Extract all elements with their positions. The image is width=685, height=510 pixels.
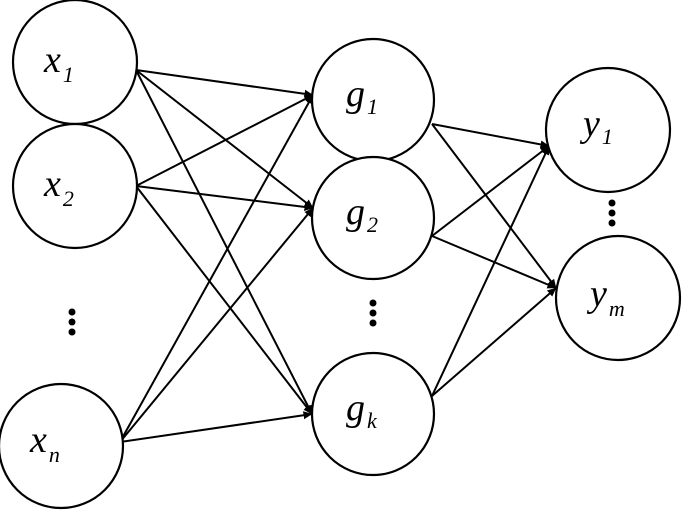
hidden-node-g1-sub: 1 (367, 94, 378, 119)
edges-group (119, 69, 557, 443)
input-node-x1: x1 (11, 0, 139, 126)
input-node-x1-base: x (43, 39, 61, 81)
edge-hidden3-output2 (431, 287, 557, 397)
svg-text:gk: gk (346, 387, 378, 433)
svg-text:xn: xn (29, 419, 60, 467)
output-node-y1-sub: 1 (602, 124, 613, 149)
hidden-node-gk-base: g (346, 387, 365, 429)
edge-hidden1-output2 (431, 123, 557, 289)
input-ellipsis (68, 308, 76, 336)
input-node-x1-sub: 1 (63, 62, 74, 87)
edge-input2-hidden2 (135, 185, 314, 211)
output-node-y1: y1 (544, 66, 672, 194)
svg-text:y1: y1 (579, 103, 613, 149)
input-node-x2-sub: 2 (63, 186, 74, 211)
edge-input1-hidden2 (135, 69, 314, 209)
input-node-xn-base: x (29, 419, 47, 461)
hidden-node-g1: g1 (310, 37, 436, 163)
output-ellipsis (608, 199, 616, 227)
hidden-node-g2-sub: 2 (367, 212, 378, 237)
edge-input1-hidden3 (135, 69, 313, 415)
output-node-y1-base: y (579, 103, 600, 145)
output-node-ym-base: y (586, 273, 607, 315)
edge-hidden1-output1 (431, 123, 550, 149)
edge-input1-hidden1 (135, 69, 314, 98)
output-node-ym-sub: m (609, 296, 625, 321)
hidden-ellipsis (369, 299, 377, 327)
svg-text:g1: g1 (346, 73, 378, 119)
svg-text:x1: x1 (43, 39, 74, 87)
edge-input3-hidden2 (119, 207, 314, 443)
svg-text:g2: g2 (346, 191, 378, 237)
edge-hidden3-output1 (431, 145, 550, 397)
svg-text:x2: x2 (43, 163, 74, 211)
output-node-ym: ym (554, 234, 682, 362)
hidden-node-g1-base: g (346, 73, 365, 115)
edge-input3-hidden1 (119, 94, 314, 443)
input-node-xn: xn (0, 382, 125, 510)
hidden-node-g2: g2 (310, 155, 436, 281)
input-node-x2: x2 (11, 122, 139, 250)
edge-input2-hidden3 (135, 185, 313, 415)
hidden-node-g2-base: g (346, 191, 365, 233)
input-node-xn-sub: n (49, 442, 60, 467)
edge-input2-hidden1 (135, 94, 314, 187)
edge-input3-hidden3 (119, 411, 313, 443)
hidden-node-gk: gk (310, 351, 436, 477)
svg-text:ym: ym (586, 273, 625, 321)
input-node-x2-base: x (43, 163, 61, 205)
hidden-node-gk-sub: k (367, 408, 378, 433)
edge-hidden2-output1 (431, 145, 550, 237)
